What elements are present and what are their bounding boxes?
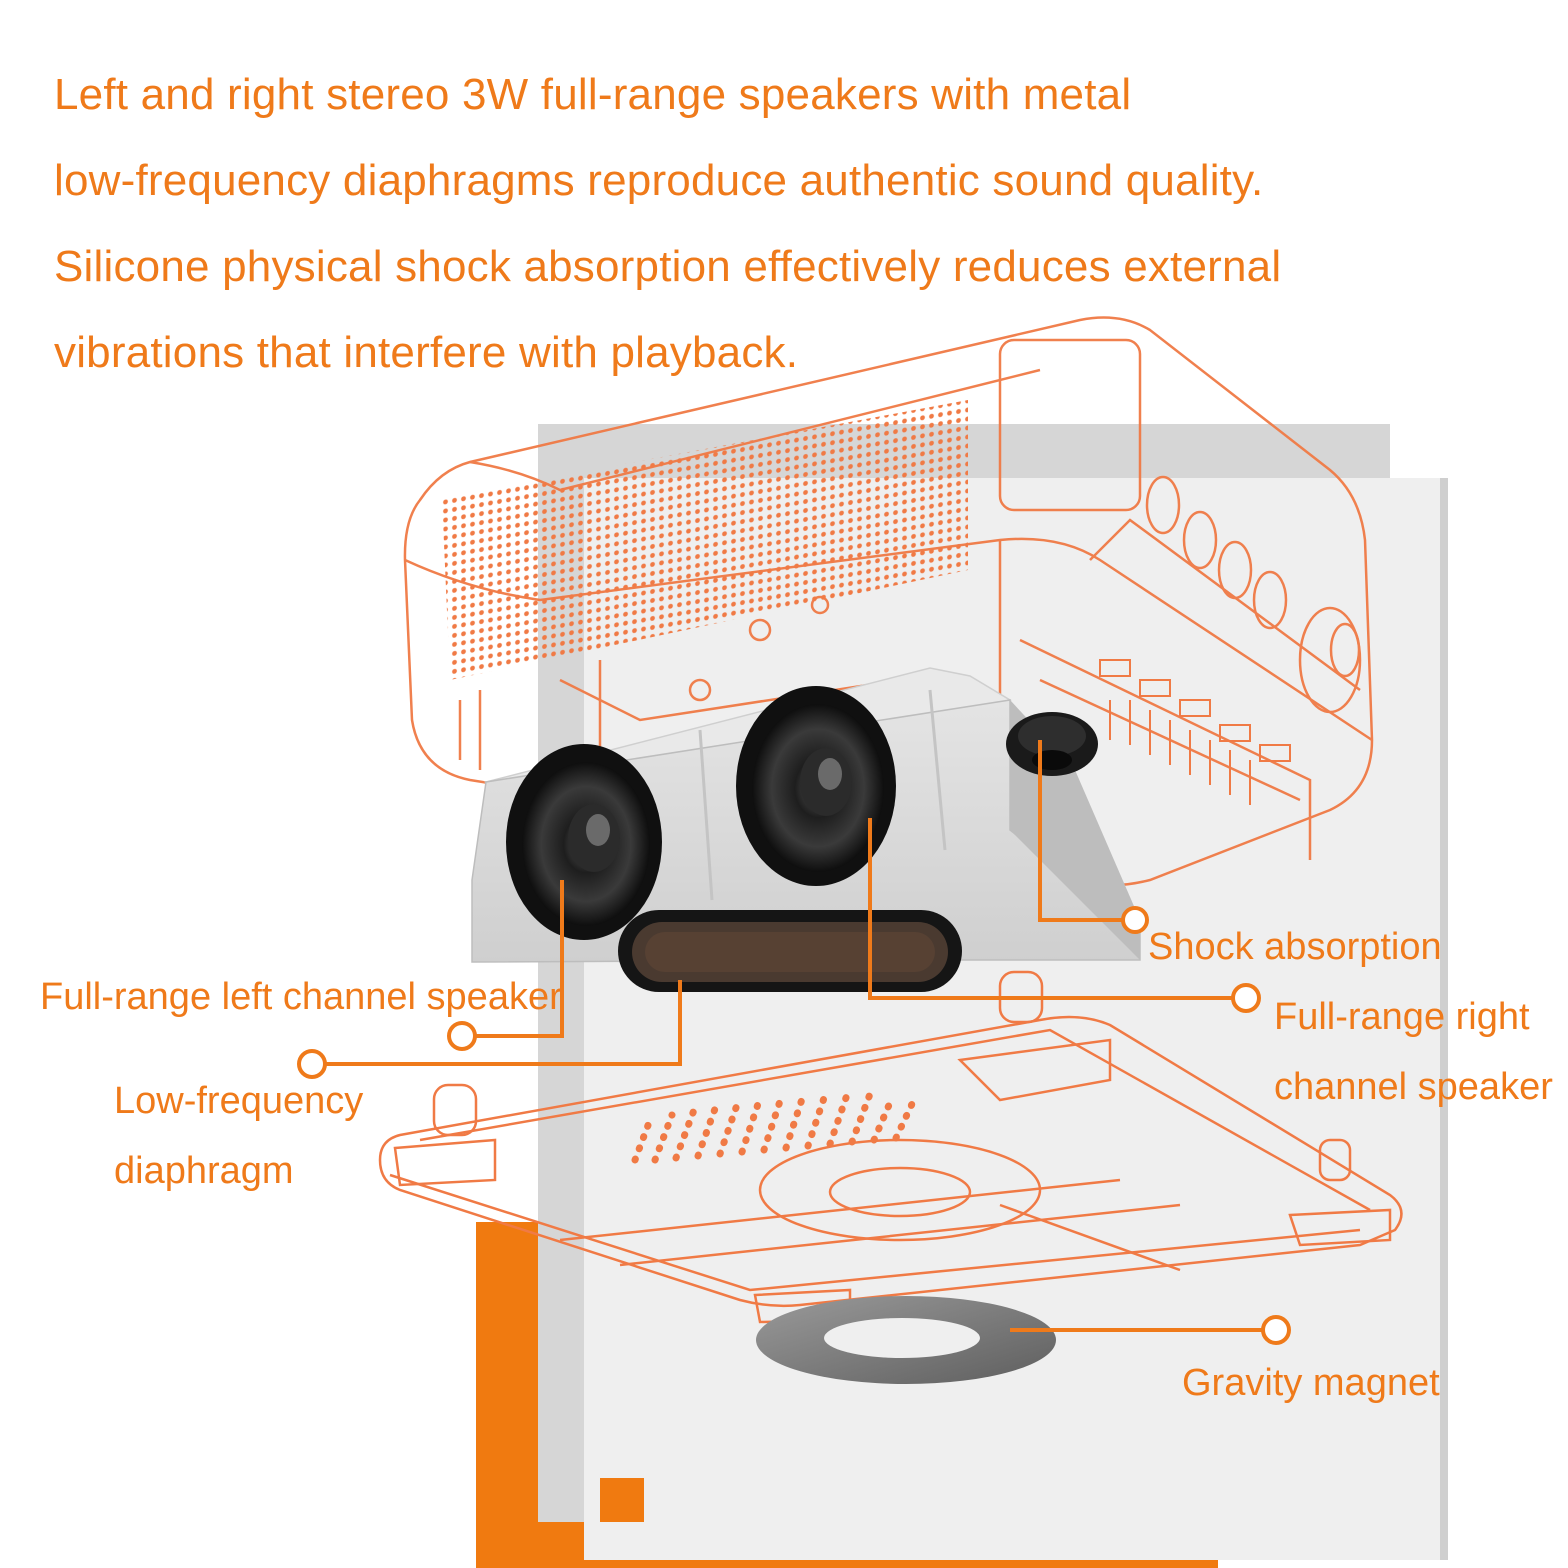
label-right-speaker: Full-range right channel speaker — [1274, 982, 1553, 1122]
description-line-3: Silicone physical shock absorption effec… — [54, 242, 1282, 291]
description-line-4: vibrations that interfere with playback. — [54, 328, 799, 377]
label-low-frequency-diaphragm: Low-frequency diaphragm — [114, 1066, 363, 1206]
marker-shock-absorption — [1121, 906, 1149, 934]
orange-corner-square — [600, 1478, 644, 1522]
light-front-panel — [584, 478, 1440, 1560]
label-gravity-magnet: Gravity magnet — [1182, 1362, 1440, 1404]
callout-leader-lines — [326, 740, 1262, 1332]
circuit-board-wireframe — [1099, 659, 1291, 805]
label-left-speaker: Full-range left channel speaker — [40, 976, 562, 1018]
bottom-plate-wireframe — [378, 970, 1403, 1324]
description-line-2: low-frequency diaphragms reproduce authe… — [54, 156, 1264, 205]
callout-markers — [297, 906, 1291, 1345]
label-right-speaker-line-2: channel speaker — [1274, 1066, 1553, 1108]
feature-description: Left and right stereo 3W full-range spea… — [54, 52, 1474, 396]
label-diaphragm-line-2: diaphragm — [114, 1150, 294, 1192]
marker-gravity-magnet — [1261, 1315, 1291, 1345]
marker-right-speaker — [1231, 983, 1261, 1013]
bottom-vent-slots — [631, 1088, 916, 1164]
panel-shadow-edge — [1440, 478, 1448, 1560]
leader-diaphragm — [326, 980, 682, 1066]
leader-shock-absorption — [1038, 740, 1122, 922]
label-diaphragm-line-1: Low-frequency — [114, 1080, 364, 1122]
low-frequency-diaphragm-plate — [618, 910, 962, 992]
gravity-magnet-ring — [756, 1296, 1056, 1384]
marker-left-speaker — [447, 1021, 477, 1051]
right-speaker-driver — [736, 686, 896, 886]
marker-diaphragm — [297, 1049, 327, 1079]
speaker-grille-dots — [442, 400, 968, 680]
leader-right-speaker — [868, 818, 1232, 1000]
label-right-speaker-line-1: Full-range right — [1274, 996, 1530, 1038]
description-line-1: Left and right stereo 3W full-range spea… — [54, 70, 1132, 119]
left-speaker-driver — [506, 744, 662, 940]
shock-absorber-grommet — [1006, 712, 1098, 776]
label-shock-absorption: Shock absorption — [1148, 926, 1442, 968]
leader-left-speaker — [476, 880, 564, 1038]
speaker-module — [471, 667, 1141, 992]
